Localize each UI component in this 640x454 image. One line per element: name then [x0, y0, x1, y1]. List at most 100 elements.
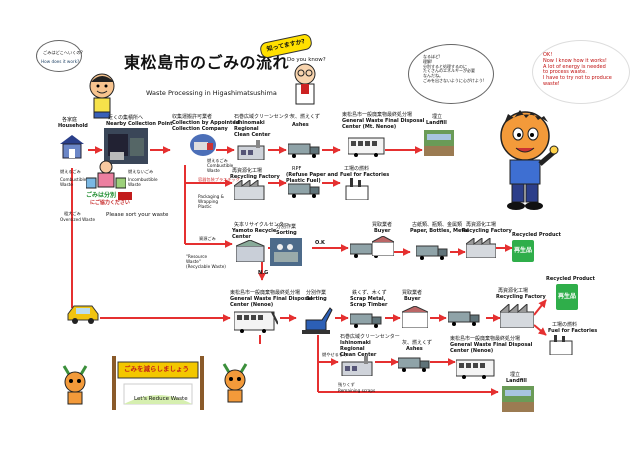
final-disposal2-jp: 東松島市一般廃棄物最終処分場: [230, 290, 301, 296]
remaining-en: Remaining scraps: [338, 388, 376, 393]
ishinomaki1-en: Ishinomaki Regional Clean Center: [234, 120, 271, 138]
reduce-waste-en: Let's Reduce Waste: [134, 396, 188, 402]
sorting2-en: Sorting: [306, 296, 327, 302]
collection-truck-icon: [190, 134, 216, 156]
ashes1-en: Ashes: [292, 122, 309, 128]
final-disposal1-en: General Waste Final Disposal Center (Mt.…: [342, 118, 425, 130]
fuel-factory-icon-2: [548, 335, 574, 356]
dump-truck-icon-7: [397, 356, 430, 372]
collection-point-jp: 近くの集積所へ: [108, 115, 144, 121]
yamoto-jp: 矢本リサイクルセンター: [234, 222, 289, 228]
buyer1-en: Buyer: [374, 228, 391, 234]
fuel-factories2-jp: 工場の燃料: [552, 322, 578, 328]
combustible2-jp: 燃やせるもの: [322, 352, 348, 357]
recycling-factory1-en: Recycling Factory: [230, 174, 280, 180]
refuse-paper-en: (Refuse Paper and Plastic Fuel): [286, 172, 338, 184]
question-bubble: ごみはどこへいくの? How does it work?: [36, 40, 83, 72]
landfill-photo-2: [502, 386, 534, 412]
appointed-jp: 収集運搬許可業者: [172, 114, 213, 120]
factory-icon-2: [465, 237, 497, 259]
ashes1-jp: 灰、燃えくず: [290, 114, 320, 120]
fuel-factories-en: Fuel for Factories: [340, 172, 390, 178]
thought-bubble-mid: なるほど! 理解! 分別すると処理するのに たくさんのエネルギーが必要 なんだね…: [408, 44, 494, 104]
collection-point-en: Nearby Collection Point: [106, 121, 173, 127]
disposal-bus-icon-2: [233, 308, 279, 334]
reduce-waste-sign: ごみを減らしましょう Let's Reduce Waste: [108, 356, 208, 410]
recycled-product2-badge: 再生品: [556, 284, 578, 310]
page-subtitle: Waste Processing in Higashimatsushima: [146, 89, 277, 97]
ishinomaki2-jp: 石巻広域クリーンセンター: [340, 334, 400, 340]
fuel-factories2-en: Fuel for Factories: [548, 328, 598, 334]
incombustible-jp: 燃えないごみ: [128, 169, 154, 174]
recyclable-en: "Resource Waste" (Recyclable Waste): [186, 254, 226, 269]
ashes2-en: Ashes: [406, 346, 423, 352]
buyer2-en: Buyer: [404, 296, 421, 302]
know-caption: Do you know?: [287, 57, 326, 63]
oversized-jp: 粗大ごみ: [64, 211, 81, 216]
recycled-product2-en: Recycled Product: [546, 276, 595, 282]
clean-center-icon-2: [340, 356, 374, 377]
household-en: Household: [58, 123, 88, 129]
factory-icon-3: [499, 302, 535, 329]
paper-bottles-en: Paper, Bottles, Metal: [410, 228, 469, 234]
recycling-factory1-jp: 再資源化工場: [232, 168, 263, 174]
dump-truck-icon-2: [287, 182, 320, 198]
scrap-jp: 鉄くず、木くず: [352, 290, 387, 296]
landfill1-en: Landfill: [426, 120, 447, 126]
buyer2-jp: 買取業者: [402, 290, 423, 296]
thought-bubble-right: OK! Now I know how it works! A lot of en…: [532, 40, 630, 104]
recycling-factory2-jp: 再資源化工場: [466, 222, 497, 228]
recyclable-jp: 資源ごみ: [199, 236, 216, 241]
sort-your-waste-label: Please sort your waste: [106, 212, 169, 218]
elder-mascot: [288, 62, 322, 112]
buyer1-jp: 買取業者: [372, 222, 393, 228]
sort-banner-jp: ごみは分別: [86, 192, 117, 199]
ashes2-jp: 灰、燃えくず: [402, 340, 432, 346]
disposal-bus-icon-3: [455, 356, 496, 380]
dump-truck-icon-4: [415, 244, 448, 260]
recycling-factory2-en: Recycling Factory: [462, 228, 512, 234]
house-icon: [58, 132, 86, 160]
sorting-lady-icon: [85, 160, 127, 190]
disposal-bus-icon-1: [347, 134, 386, 158]
incombustible-en: Incombustible Waste: [128, 177, 158, 187]
landfill2-en: Landfill: [506, 378, 527, 384]
clean-center-icon: [236, 140, 266, 161]
page-title: 東松島市のごみの流れ: [124, 53, 290, 72]
landfill1-jp: 埋立: [432, 114, 443, 120]
landfill-photo-1: [424, 130, 454, 156]
packaging-jp: 容器包装プラスチック: [198, 177, 240, 182]
recycled-product1-en: Recycled Product: [512, 232, 561, 238]
remaining-jp: 残りくず: [338, 382, 355, 387]
recycled-product1-badge: 再生品: [512, 240, 534, 262]
mascot-right-bottom: [220, 360, 250, 406]
recycling-factory3-en: Recycling Factory: [496, 294, 546, 300]
final-disposal3-jp: 東松島市一般廃棄物最終処分場: [450, 336, 521, 342]
combustible-small-jp: 燃えるごみ: [60, 169, 81, 174]
sorting-photo-1: [270, 238, 302, 266]
sorting2-jp: 分別作業: [306, 290, 327, 296]
combustible-jp: 燃えるごみ: [207, 158, 228, 163]
recycle-center-icon: [235, 239, 266, 263]
sorting1-en: Sorting: [276, 230, 297, 236]
boy-mascot-left: [84, 72, 124, 122]
ishinomaki1-jp: 石巻広域クリーンセンター: [234, 114, 294, 120]
landfill2-jp: 埋立: [510, 372, 521, 378]
question-bubble-jp: ごみはどこへいくの?: [43, 50, 83, 55]
combustible-small-en: Combustible Waste: [60, 177, 87, 187]
fuel-factory-icon: [344, 178, 370, 201]
reduce-waste-jp: ごみを減らしましょう: [124, 365, 189, 373]
ishinomaki2-en: Ishinomaki Regional Clean Center: [340, 340, 377, 358]
scrap-en: Scrap Metal, Scrap Timber: [350, 296, 388, 308]
recycling-factory3-jp: 再資源化工場: [498, 288, 529, 294]
final-disposal1-jp: 東松島市一般廃棄物最終処分場: [342, 112, 413, 118]
collection-point-photo: [104, 128, 148, 164]
question-bubble-en: How does it work?: [41, 59, 80, 64]
paper-bottles-jp: 古紙類、瓶類、金属類: [412, 222, 463, 228]
packaging-en: Packaging & Wrapping Plastic: [198, 194, 224, 209]
boy-mascot-right: [490, 106, 560, 216]
ng-label: N.G: [258, 270, 269, 276]
final-disposal2-en: General Waste Final Disposal Center (Nen…: [230, 296, 313, 308]
appointed-en: Collection by Appointed Collection Compa…: [172, 120, 240, 132]
yamoto-en: Yamoto Recycle Center: [232, 228, 277, 240]
